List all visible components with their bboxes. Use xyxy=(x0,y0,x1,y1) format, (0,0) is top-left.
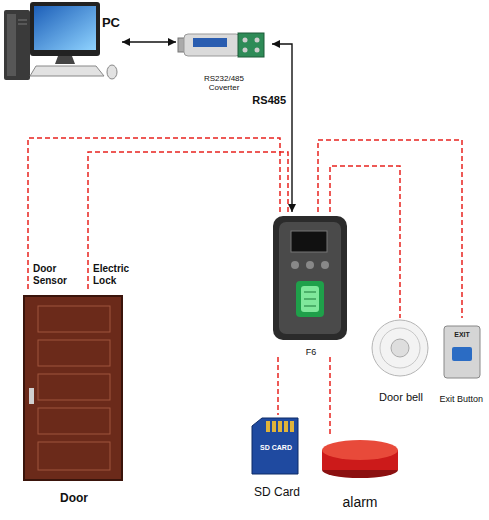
control-wire xyxy=(318,140,462,318)
converter-illustration-part xyxy=(255,48,260,53)
edge-label: Electric Lock xyxy=(93,263,141,286)
converter-illustration-part xyxy=(243,48,248,53)
card-print: SD CARD xyxy=(254,444,298,452)
node-label: RS232/485 Coverter xyxy=(192,74,256,92)
f6-device-illustration-part xyxy=(304,299,316,300)
control-wire xyxy=(28,138,280,292)
control-wire xyxy=(277,357,279,415)
doorbell-illustration-part xyxy=(380,328,420,368)
control-wire xyxy=(88,152,288,292)
f6-device-illustration xyxy=(273,216,347,340)
pc-illustration-part xyxy=(30,66,104,76)
sd-card-illustration-part xyxy=(278,421,282,432)
door-illustration-part xyxy=(24,296,122,480)
door-node: Door xyxy=(18,292,130,506)
pc-illustration-part xyxy=(18,24,27,25)
device-node: F6 xyxy=(268,212,354,357)
button-print: EXIT xyxy=(444,331,480,339)
converter-node: RS232/485 Coverter xyxy=(176,26,272,92)
communication-line xyxy=(272,44,292,212)
door-illustration xyxy=(24,296,122,480)
exit-button-illustration xyxy=(444,326,480,378)
node-label: Door bell xyxy=(379,391,423,404)
converter-illustration xyxy=(178,33,264,57)
doorbell-node: Door bell xyxy=(366,318,436,404)
door-illustration-part xyxy=(29,388,34,404)
doorbell-illustration-part xyxy=(372,320,428,376)
converter-illustration-part xyxy=(243,38,248,43)
door-illustration-part xyxy=(38,340,110,366)
edge-label: Door Sensor xyxy=(33,263,77,286)
communication-line xyxy=(122,41,176,42)
pc-illustration xyxy=(4,2,117,80)
control-wire xyxy=(329,357,331,435)
pc-node: PC xyxy=(4,2,122,84)
door-illustration-part xyxy=(38,374,110,400)
node-label: PC xyxy=(102,16,120,31)
sd-card-illustration xyxy=(252,418,298,474)
f6-device-illustration-part xyxy=(291,261,299,269)
converter-illustration-part xyxy=(193,38,227,47)
pc-illustration-part xyxy=(30,2,100,56)
sd-card-illustration-part xyxy=(272,421,276,432)
door-illustration-part xyxy=(38,408,110,434)
f6-device-illustration-part xyxy=(301,286,319,312)
sd-card-illustration-part xyxy=(252,418,298,474)
doorbell-illustration xyxy=(372,320,428,376)
control-wire xyxy=(330,166,400,318)
sd-card-illustration-part xyxy=(290,421,294,432)
alarm-illustration xyxy=(322,440,398,478)
pc-illustration-part xyxy=(18,20,27,21)
exit-button-illustration-part xyxy=(452,347,472,361)
f6-device-illustration-part xyxy=(304,292,316,293)
sd-card-node: SD Card xyxy=(244,415,310,500)
converter-illustration-part xyxy=(184,34,240,56)
sd-card-illustration-part xyxy=(266,421,270,432)
pc-illustration-part xyxy=(4,10,30,80)
sd-card-illustration-part xyxy=(284,421,288,432)
pc-illustration-part xyxy=(55,56,75,64)
node-label: alarm xyxy=(342,494,377,510)
f6-device-illustration-part xyxy=(306,261,314,269)
f6-device-illustration-part xyxy=(279,222,341,334)
converter-illustration-part xyxy=(255,38,260,43)
node-label: F6 xyxy=(306,347,317,357)
pc-illustration-part xyxy=(7,14,16,76)
doorbell-illustration-part xyxy=(391,339,409,357)
edge-label: RS485 xyxy=(244,94,286,107)
door-illustration-part xyxy=(38,442,110,470)
node-label: Door xyxy=(60,492,88,506)
alarm-node: alarm xyxy=(316,435,404,510)
f6-device-illustration-part xyxy=(273,216,347,340)
pc-illustration-part xyxy=(107,65,117,79)
pc-illustration-part xyxy=(34,6,96,50)
f6-device-illustration-part xyxy=(321,261,329,269)
exit-button-illustration-part xyxy=(444,326,480,378)
node-label: SD Card xyxy=(254,486,300,500)
f6-device-illustration-part xyxy=(296,281,324,317)
f6-device-illustration-part xyxy=(291,231,327,252)
alarm-illustration-part xyxy=(322,440,398,460)
converter-illustration-part xyxy=(238,33,264,57)
door-illustration-part xyxy=(38,306,110,332)
node-label: Exit Button xyxy=(439,394,483,404)
exit-button-node: Exit Button xyxy=(436,318,486,404)
f6-device-illustration-part xyxy=(304,306,316,307)
